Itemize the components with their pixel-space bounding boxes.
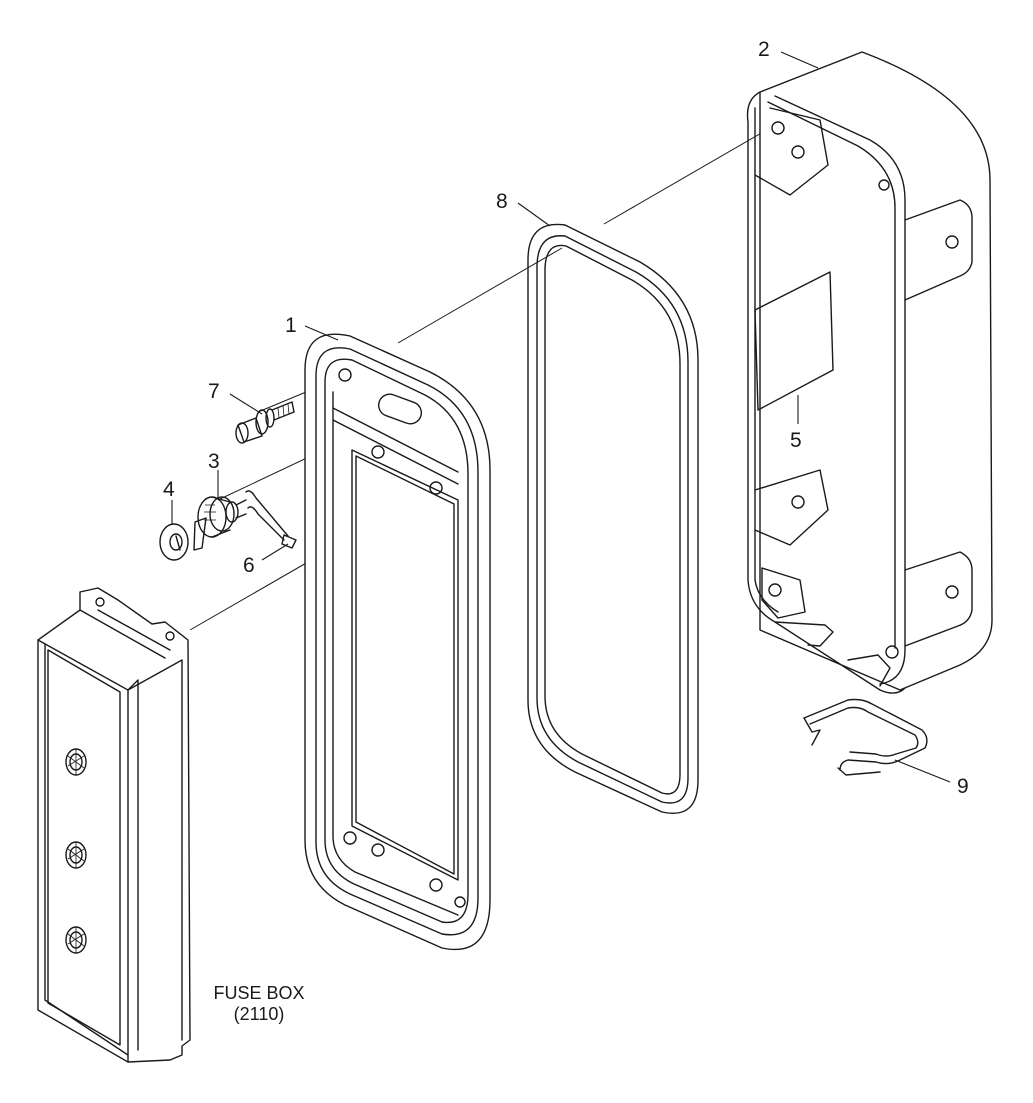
fuse-knob-bottom bbox=[65, 926, 87, 954]
grommet-seal bbox=[803, 698, 928, 776]
callout-8: 8 bbox=[496, 190, 508, 213]
wire-clip bbox=[245, 490, 297, 549]
callout-9: 9 bbox=[957, 775, 969, 798]
gasket bbox=[527, 223, 699, 814]
callout-2: 2 bbox=[758, 38, 770, 61]
mounting-frame bbox=[304, 333, 491, 951]
cover-housing bbox=[746, 51, 993, 694]
callouts: 2 8 1 7 3 4 6 5 9 bbox=[163, 38, 969, 798]
callout-5: 5 bbox=[790, 429, 802, 452]
callout-7: 7 bbox=[208, 380, 220, 403]
fuse-box-caption: FUSE BOX (2110) bbox=[213, 983, 304, 1024]
bolt bbox=[235, 401, 295, 444]
callout-4: 4 bbox=[163, 478, 175, 501]
fuse-box-ref: (2110) bbox=[234, 1004, 285, 1024]
nut bbox=[159, 523, 189, 561]
fuse-box bbox=[37, 587, 191, 1063]
fuse-knob-middle bbox=[65, 841, 87, 869]
leader-lines bbox=[171, 51, 951, 783]
switch bbox=[193, 496, 247, 551]
fuse-box-name: FUSE BOX bbox=[213, 983, 304, 1003]
callout-3: 3 bbox=[208, 450, 220, 473]
callout-6: 6 bbox=[243, 554, 255, 577]
callout-1: 1 bbox=[285, 314, 297, 337]
fuse-knob-top bbox=[65, 748, 87, 776]
